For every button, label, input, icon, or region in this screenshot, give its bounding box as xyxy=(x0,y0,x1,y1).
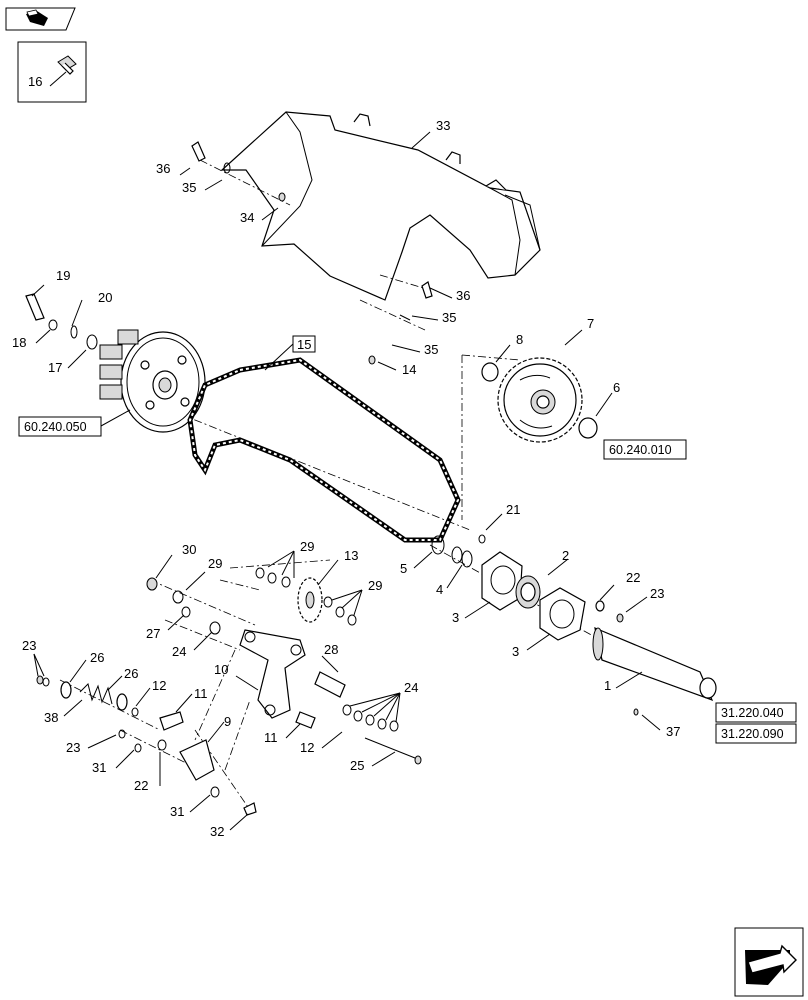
callout-8: 8 xyxy=(516,332,523,347)
callout-1: 1 xyxy=(604,678,611,693)
callout-11: 11 xyxy=(194,686,208,701)
callout-2: 2 xyxy=(562,548,569,563)
spring-and-hardware xyxy=(36,567,399,816)
callout-28: 28 xyxy=(324,642,338,657)
callout-27: 27 xyxy=(146,626,160,641)
bearing-assembly xyxy=(431,535,605,641)
left-sprocket-hub xyxy=(99,329,206,433)
idler-arm-assembly xyxy=(239,577,422,765)
callout-23: 23 xyxy=(66,740,80,755)
callout-4: 4 xyxy=(436,582,443,597)
callout-29: 29 xyxy=(368,578,382,593)
callout-15-box: 15 xyxy=(264,335,316,371)
callout-36: 36 xyxy=(456,288,470,303)
callout-23: 23 xyxy=(650,586,664,601)
callout-16: 16 xyxy=(28,74,42,89)
callout-20: 20 xyxy=(98,290,112,305)
callout-24: 24 xyxy=(404,680,418,695)
main-shaft xyxy=(592,627,717,702)
callout-labels: 33 36 35 34 36 35 35 14 16 19 20 18 17 7… xyxy=(12,74,680,839)
callout-35: 35 xyxy=(182,180,196,195)
callout-21: 21 xyxy=(506,502,520,517)
callout-35: 35 xyxy=(442,310,456,325)
hub-bolts xyxy=(25,293,98,350)
page-forward-icon[interactable] xyxy=(734,927,804,997)
callout-26: 26 xyxy=(90,650,104,665)
svg-text:31.220.090: 31.220.090 xyxy=(721,727,784,741)
callout-18: 18 xyxy=(12,335,26,350)
callout-14: 14 xyxy=(402,362,416,377)
callout-17: 17 xyxy=(48,360,62,375)
callout-22: 22 xyxy=(134,778,148,793)
callout-31: 31 xyxy=(170,804,184,819)
ref-31-220-040[interactable]: 31.220.040 xyxy=(715,702,797,723)
page-back-icon[interactable] xyxy=(5,7,76,31)
roller-chain xyxy=(187,357,461,543)
callout-5: 5 xyxy=(400,561,407,576)
ref-31-220-090[interactable]: 31.220.090 xyxy=(715,723,797,744)
callout-12: 12 xyxy=(152,678,166,693)
callout-10: 10 xyxy=(214,662,228,677)
callout-22: 22 xyxy=(626,570,640,585)
callout-13: 13 xyxy=(344,548,358,563)
callout-34: 34 xyxy=(240,210,254,225)
callout-30: 30 xyxy=(182,542,196,557)
svg-text:60.240.050: 60.240.050 xyxy=(24,420,87,434)
callout-24: 24 xyxy=(172,644,186,659)
svg-text:31.220.040: 31.220.040 xyxy=(721,706,784,720)
callout-3: 3 xyxy=(512,644,519,659)
ref-60-240-010[interactable]: 60.240.010 xyxy=(603,439,687,460)
callout-9: 9 xyxy=(224,714,231,729)
callout-35: 35 xyxy=(424,342,438,357)
chain-guard xyxy=(220,111,541,301)
callout-38: 38 xyxy=(44,710,58,725)
callout-3: 3 xyxy=(452,610,459,625)
callout-29: 29 xyxy=(208,556,222,571)
callout-12: 12 xyxy=(300,740,314,755)
callout-29: 29 xyxy=(300,539,314,554)
callout-23: 23 xyxy=(22,638,36,653)
callout-7: 7 xyxy=(587,316,594,331)
callout-25: 25 xyxy=(350,758,364,773)
callout-26: 26 xyxy=(124,666,138,681)
svg-text:60.240.010: 60.240.010 xyxy=(609,443,672,457)
callout-33: 33 xyxy=(436,118,450,133)
callout-6: 6 xyxy=(613,380,620,395)
callout-36: 36 xyxy=(156,161,170,176)
inset-box-part-16 xyxy=(17,41,87,103)
callout-31: 31 xyxy=(92,760,106,775)
callout-15: 15 xyxy=(297,337,311,352)
callout-11: 11 xyxy=(264,730,278,745)
callout-37: 37 xyxy=(666,724,680,739)
leader-lines xyxy=(31,131,661,831)
ref-60-240-050[interactable]: 60.240.050 xyxy=(18,409,131,437)
callout-32: 32 xyxy=(210,824,224,839)
guard-hardware xyxy=(191,141,639,716)
callout-19: 19 xyxy=(56,268,70,283)
right-sprocket xyxy=(481,357,598,443)
